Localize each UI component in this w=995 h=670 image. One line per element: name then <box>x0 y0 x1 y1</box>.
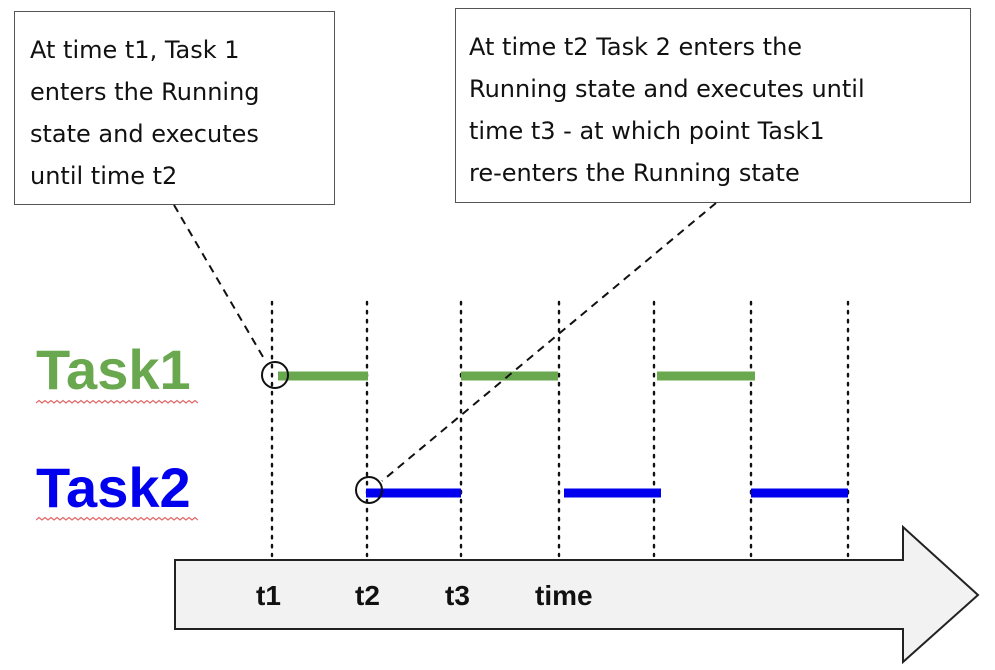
task2-label: Task2 <box>36 456 191 519</box>
callout-task1: At time t1, Task 1 enters the Running st… <box>14 11 335 205</box>
callout-task2-line: re-enters the Running state <box>469 159 800 187</box>
task2-start-marker <box>355 476 383 504</box>
tick-label-t3: t3 <box>445 580 470 611</box>
tick-label-time: time <box>535 580 593 611</box>
spellcheck-underline <box>36 516 198 521</box>
callout-task2-line: Running state and executes until <box>469 75 865 103</box>
callout-task2-line: time t3 - at which point Task1 <box>469 117 825 145</box>
task1-label: Task1 <box>36 338 191 401</box>
tick-label-t2: t2 <box>355 580 380 611</box>
callout-task1-line: until time t2 <box>30 162 178 190</box>
task1-start-marker <box>261 361 289 389</box>
callout-task1-line: state and executes <box>30 120 259 148</box>
callout-task1-leader <box>173 204 267 363</box>
tick-label-t1: t1 <box>256 580 281 611</box>
spellcheck-underline <box>36 399 198 404</box>
timeline-arrow <box>174 524 980 665</box>
callout-task1-line: enters the Running <box>30 78 260 106</box>
callout-task2-line: At time t2 Task 2 enters the <box>469 33 803 61</box>
callout-task1-line: At time t1, Task 1 <box>30 36 240 64</box>
callout-task2-leader <box>381 202 717 482</box>
callout-task2: At time t2 Task 2 enters the Running sta… <box>455 8 971 203</box>
